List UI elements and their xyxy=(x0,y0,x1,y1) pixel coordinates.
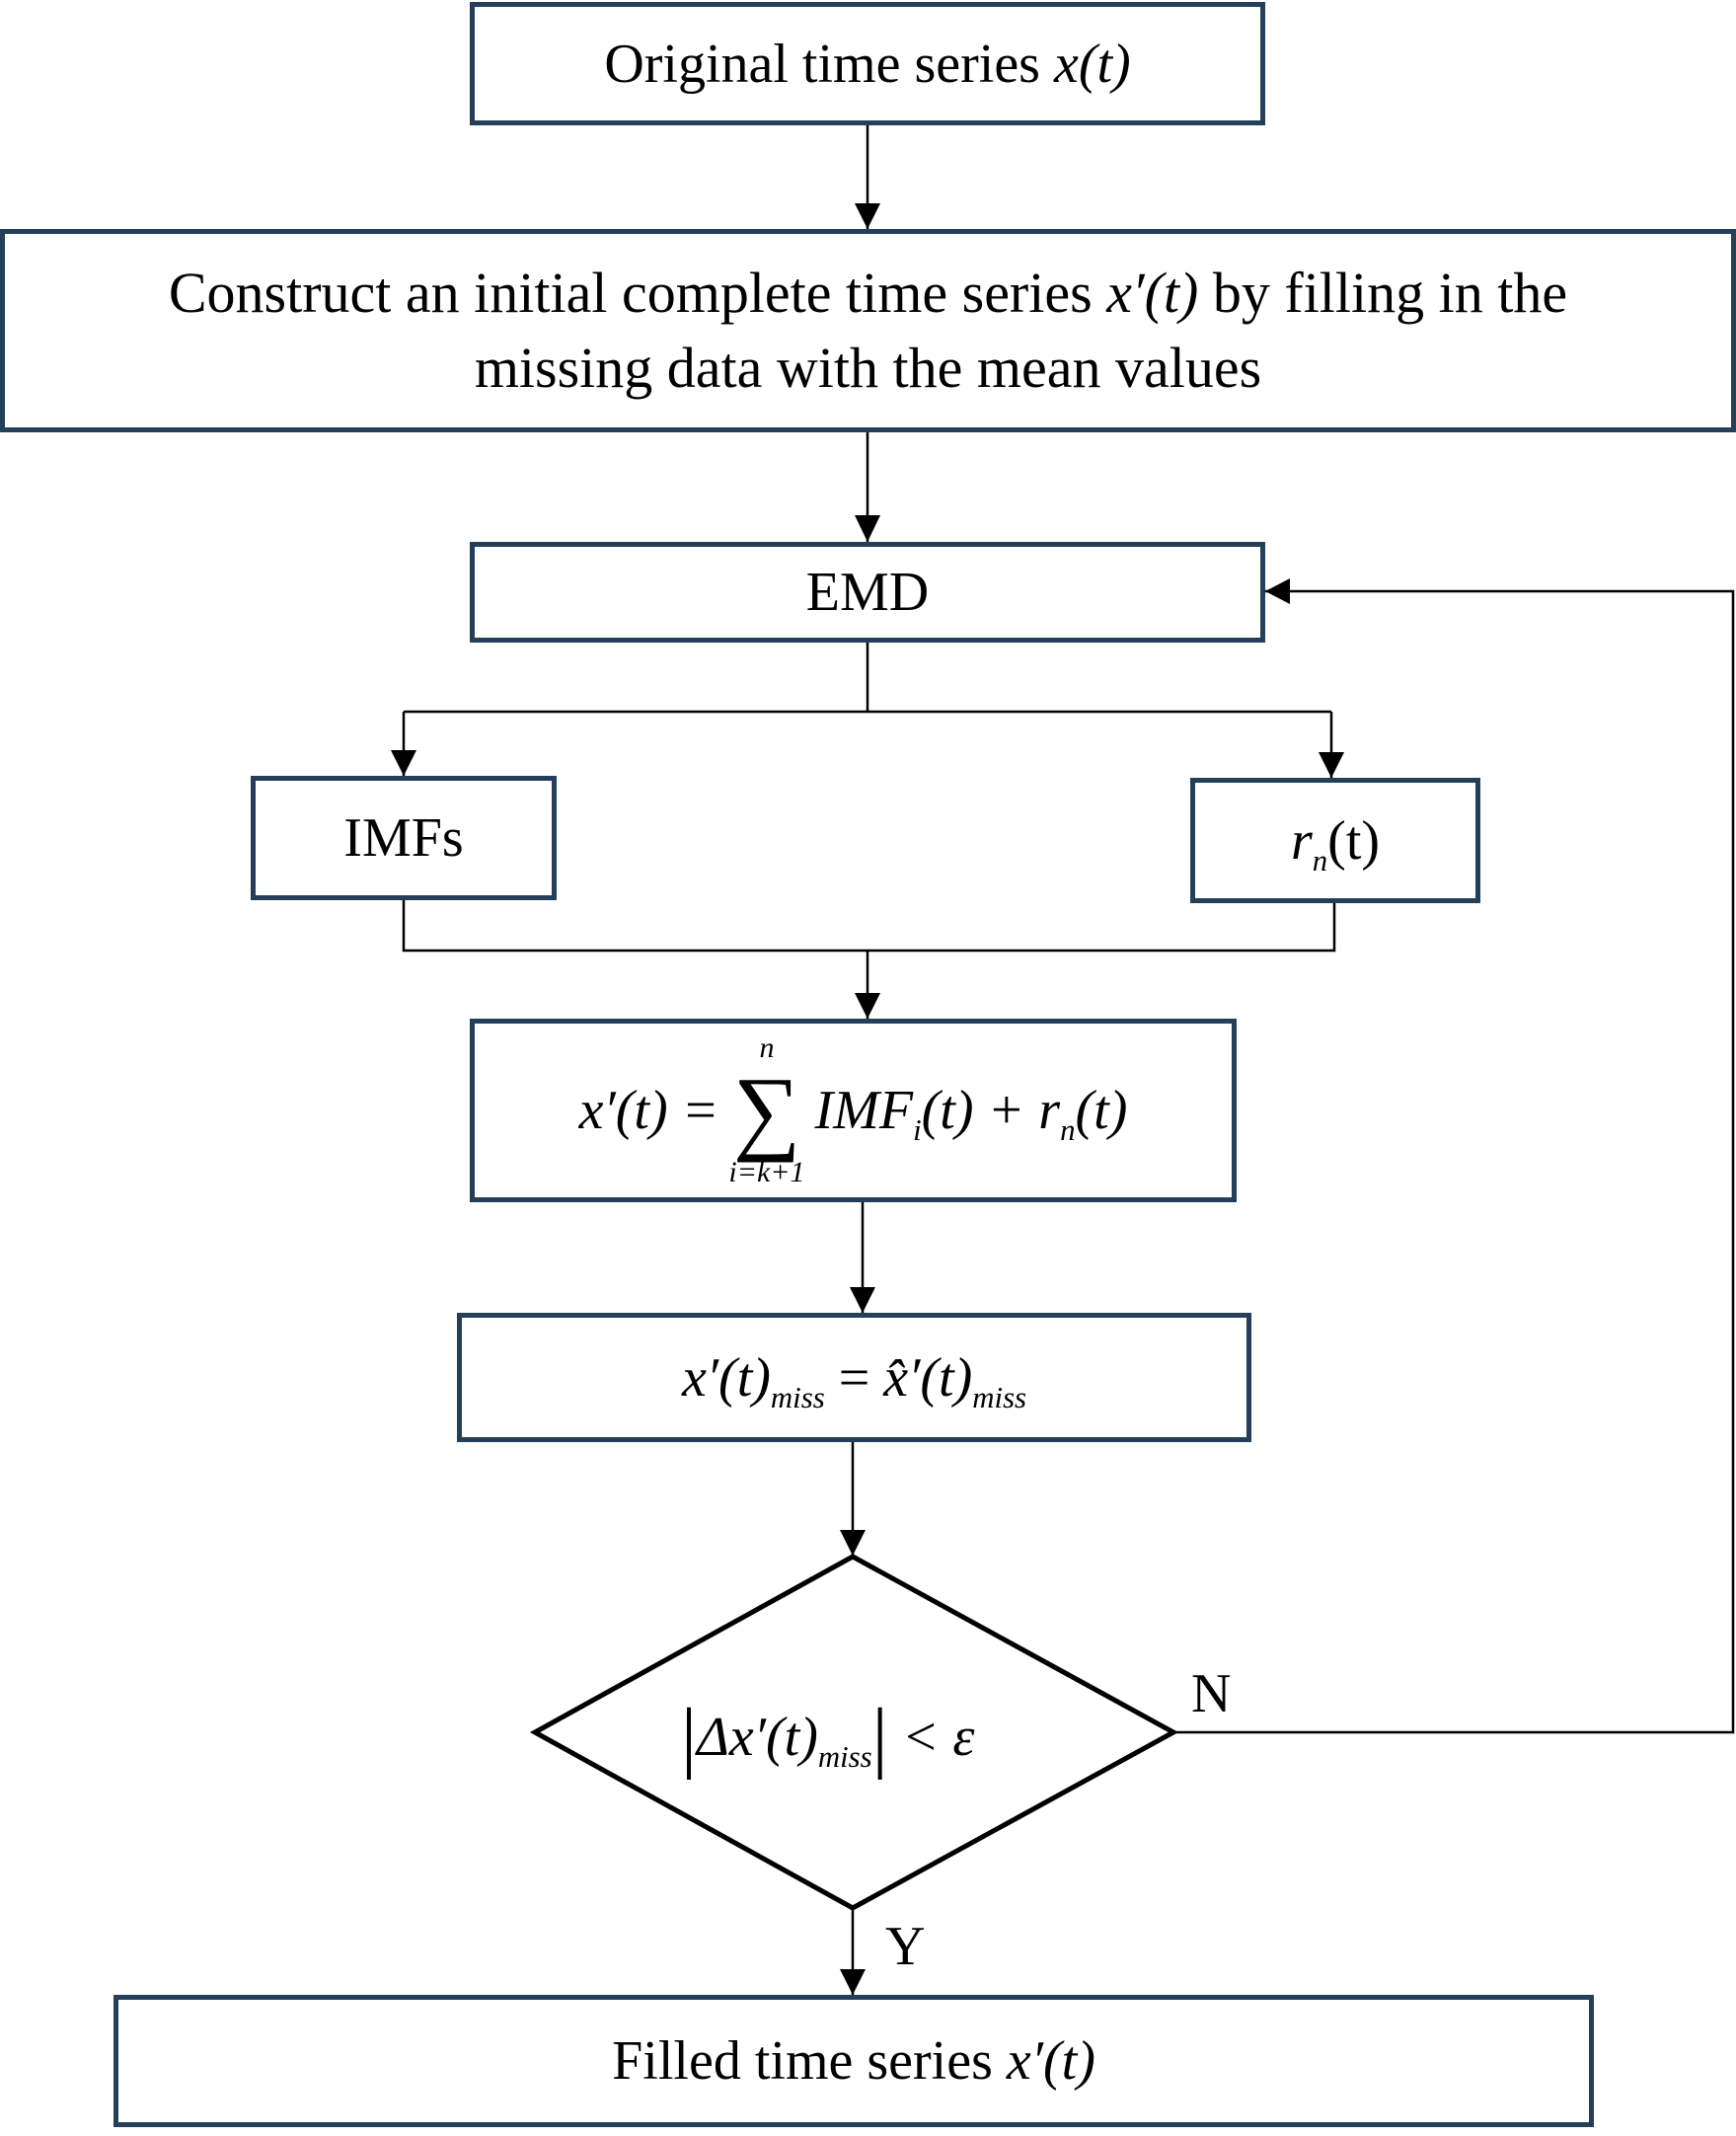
node-original-text: Original time series xyxy=(604,33,1054,95)
arrowhead xyxy=(850,1287,875,1313)
summation: n ∑ i=k+1 xyxy=(728,1033,804,1187)
node-reconstruct-formula: x′(t) = n ∑ i=k+1 IMFi(t) + rn(t) xyxy=(470,1019,1237,1202)
node-residual: rn(t) xyxy=(1190,778,1480,903)
arrowhead xyxy=(855,993,880,1019)
node-construct-math: x′(t) xyxy=(1106,261,1199,325)
node-imfs: IMFs xyxy=(251,776,557,900)
arrowhead xyxy=(855,515,880,542)
node-construct-initial: Construct an initial complete time serie… xyxy=(0,229,1736,432)
sum-lower-limit: i=k+1 xyxy=(728,1156,805,1188)
connector-feedback-loop xyxy=(1173,589,1735,1734)
decision-condition: |Δx′(t)miss| < ε xyxy=(681,1694,975,1781)
arrowhead xyxy=(855,203,880,229)
arrowhead xyxy=(391,750,416,776)
node-construct-line1-tail: by filling in the xyxy=(1198,261,1568,325)
reconstruct-term: IMFi(t) + rn(t) xyxy=(814,1080,1128,1148)
node-filled-text: Filled time series xyxy=(612,2030,1007,2092)
decision-diamond xyxy=(529,1554,1179,1911)
arrowhead xyxy=(840,1969,866,1995)
update-equation: x′(t)miss = x̂′(t)miss xyxy=(681,1346,1027,1414)
sum-symbol: ∑ xyxy=(732,1057,801,1163)
node-filled-series: Filled time series x′(t) xyxy=(113,1995,1594,2127)
node-filled-math: x′(t) xyxy=(1006,2030,1095,2092)
node-construct-line1: Construct an initial complete time serie… xyxy=(168,261,1107,325)
arrowhead xyxy=(1265,578,1290,604)
edge-label-yes: Y xyxy=(885,1916,926,1977)
node-construct-line2: missing data with the mean values xyxy=(474,336,1262,400)
node-emd: EMD xyxy=(470,542,1265,643)
node-emd-label: EMD xyxy=(805,562,930,623)
reconstruct-equation: x′(t) = n ∑ i=k+1 IMFi(t) + rn(t) xyxy=(579,1033,1128,1187)
node-original-series: Original time series x(t) xyxy=(470,2,1265,125)
edge-label-no: N xyxy=(1191,1663,1232,1724)
sum-upper-limit: n xyxy=(759,1031,775,1064)
reconstruct-lhs: x′(t) = xyxy=(578,1080,719,1141)
arrowhead xyxy=(1319,752,1344,778)
node-imfs-label: IMFs xyxy=(343,807,464,869)
node-original-math: x(t) xyxy=(1053,33,1131,95)
connector-merge-bar xyxy=(402,899,1336,953)
arrowhead xyxy=(840,1530,866,1556)
node-residual-label: rn(t) xyxy=(1290,809,1381,877)
node-update-missing: x′(t)miss = x̂′(t)miss xyxy=(457,1313,1251,1442)
